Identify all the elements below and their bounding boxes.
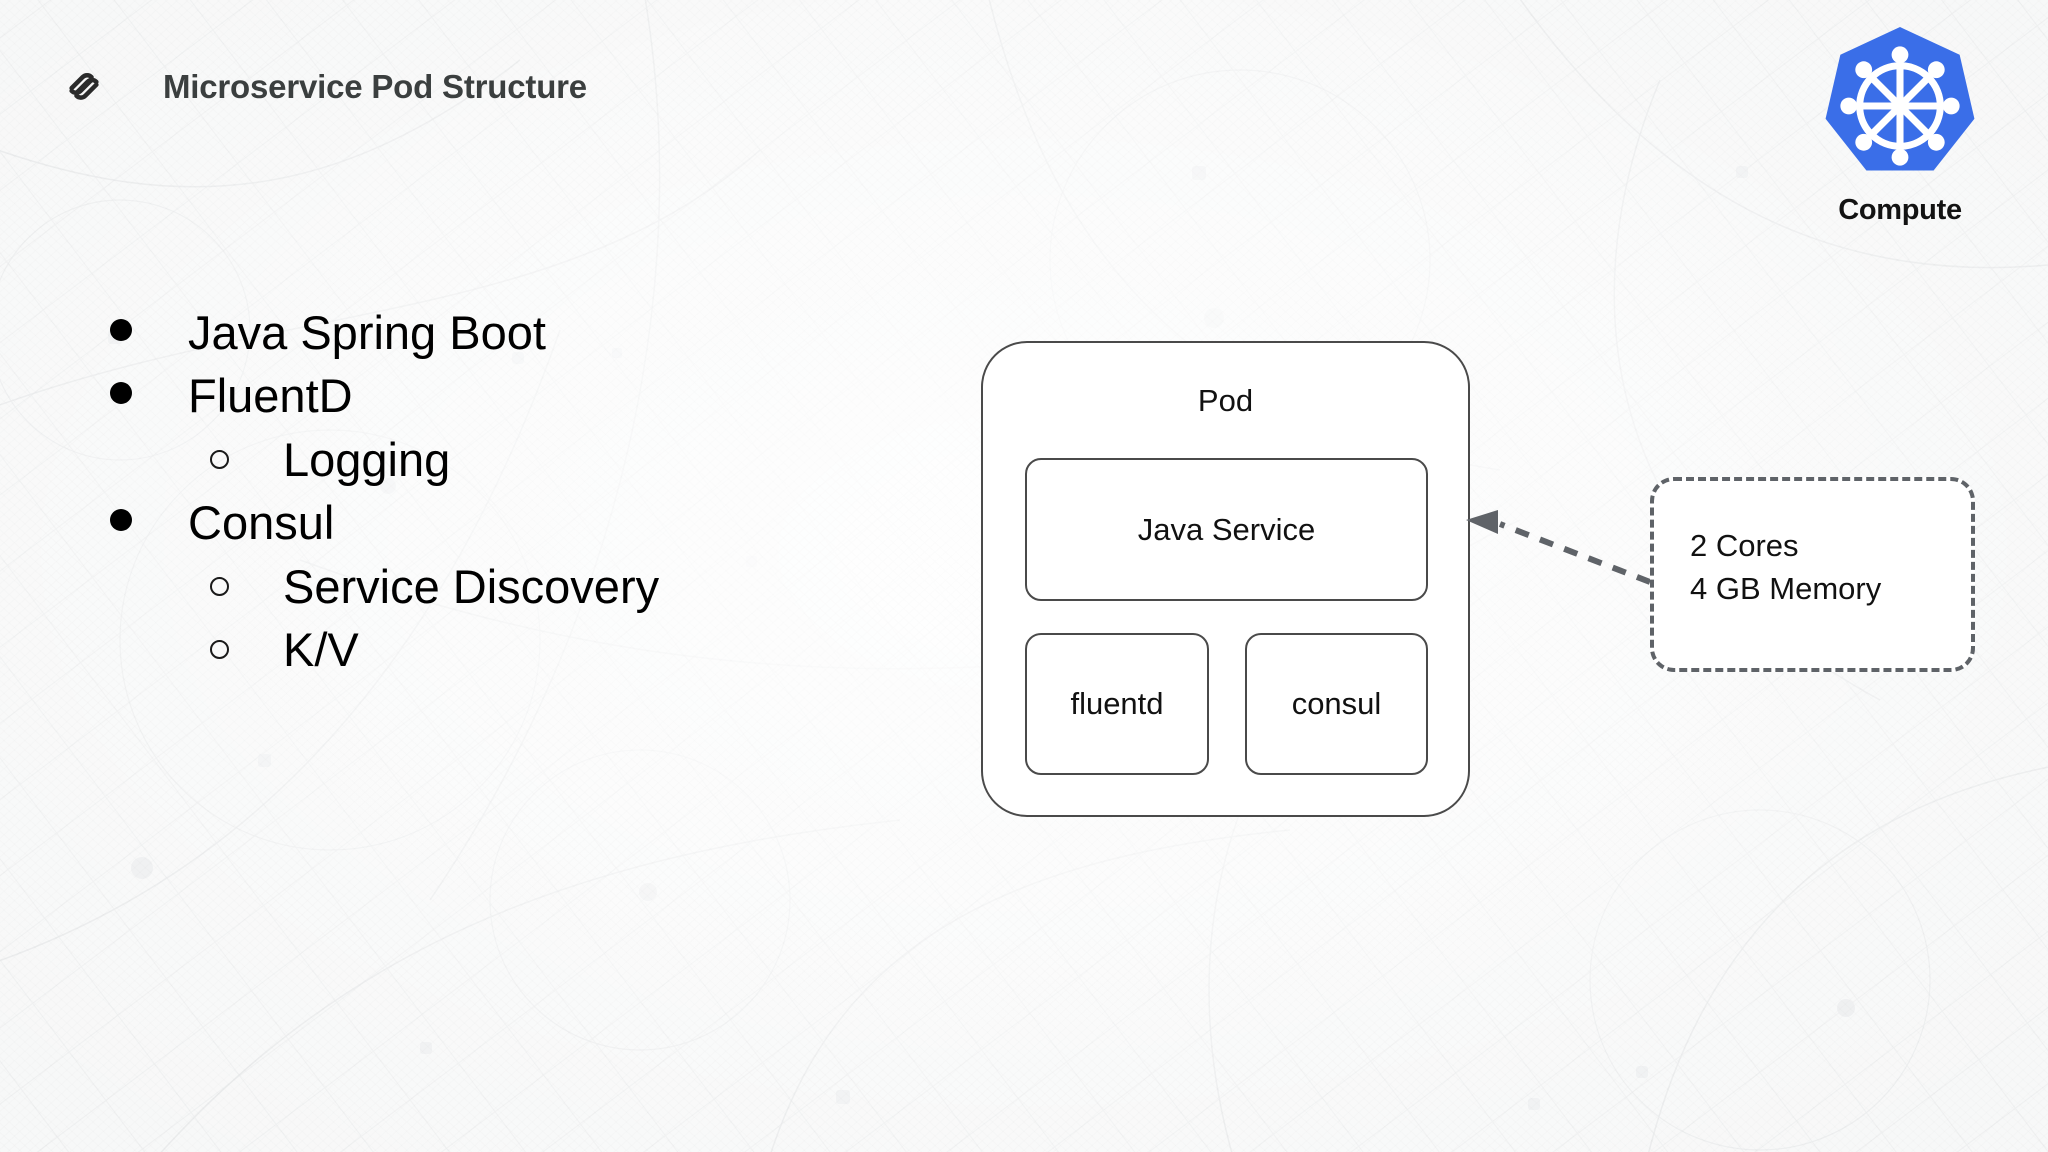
filled-disc-icon bbox=[110, 509, 132, 532]
list-item-label: FluentD bbox=[188, 369, 353, 423]
hollow-circle-icon bbox=[210, 576, 229, 596]
squarespace-logo-icon bbox=[69, 73, 99, 100]
compute-badge-label: Compute bbox=[1838, 194, 1962, 226]
compute-badge: Compute bbox=[1810, 22, 1990, 227]
pod-label: Pod bbox=[1197, 383, 1254, 418]
list-item: Java Spring Boot bbox=[110, 305, 930, 360]
resource-cores-line: 2 Cores bbox=[1690, 528, 1799, 563]
list-item-label: Java Spring Boot bbox=[188, 306, 546, 359]
list-item-label: Logging bbox=[283, 432, 451, 486]
hollow-circle-icon bbox=[210, 449, 229, 469]
resource-callout-box: 2 Cores 4 GB Memory bbox=[1650, 477, 1975, 672]
resource-memory-line: 4 GB Memory bbox=[1690, 570, 1882, 606]
list-item: Service Discovery bbox=[110, 559, 930, 614]
consul-box: consul bbox=[1245, 633, 1428, 775]
list-item: Consul bbox=[110, 495, 930, 550]
bullet-list: Java Spring Boot FluentD Logging Consul … bbox=[110, 305, 930, 686]
fluentd-box: fluentd bbox=[1025, 633, 1209, 775]
java-service-box: Java Service bbox=[1025, 458, 1428, 601]
list-item-label: Service Discovery bbox=[283, 559, 660, 613]
hollow-circle-icon bbox=[210, 640, 229, 660]
list-item: FluentD bbox=[110, 368, 930, 423]
list-item-label: K/V bbox=[283, 623, 359, 677]
filled-disc-icon bbox=[110, 382, 132, 405]
callout-connector-arrow bbox=[1466, 510, 1652, 585]
filled-disc-icon bbox=[110, 319, 132, 341]
pod-diagram: Pod Java Service fluentd consul bbox=[981, 341, 1470, 817]
list-item: K/V bbox=[110, 622, 930, 677]
kubernetes-helm-wheel-icon bbox=[1825, 27, 1975, 171]
list-item-label: Consul bbox=[188, 496, 335, 550]
page-title: Microservice Pod Structure bbox=[163, 68, 587, 105]
list-item: Logging bbox=[110, 432, 930, 487]
